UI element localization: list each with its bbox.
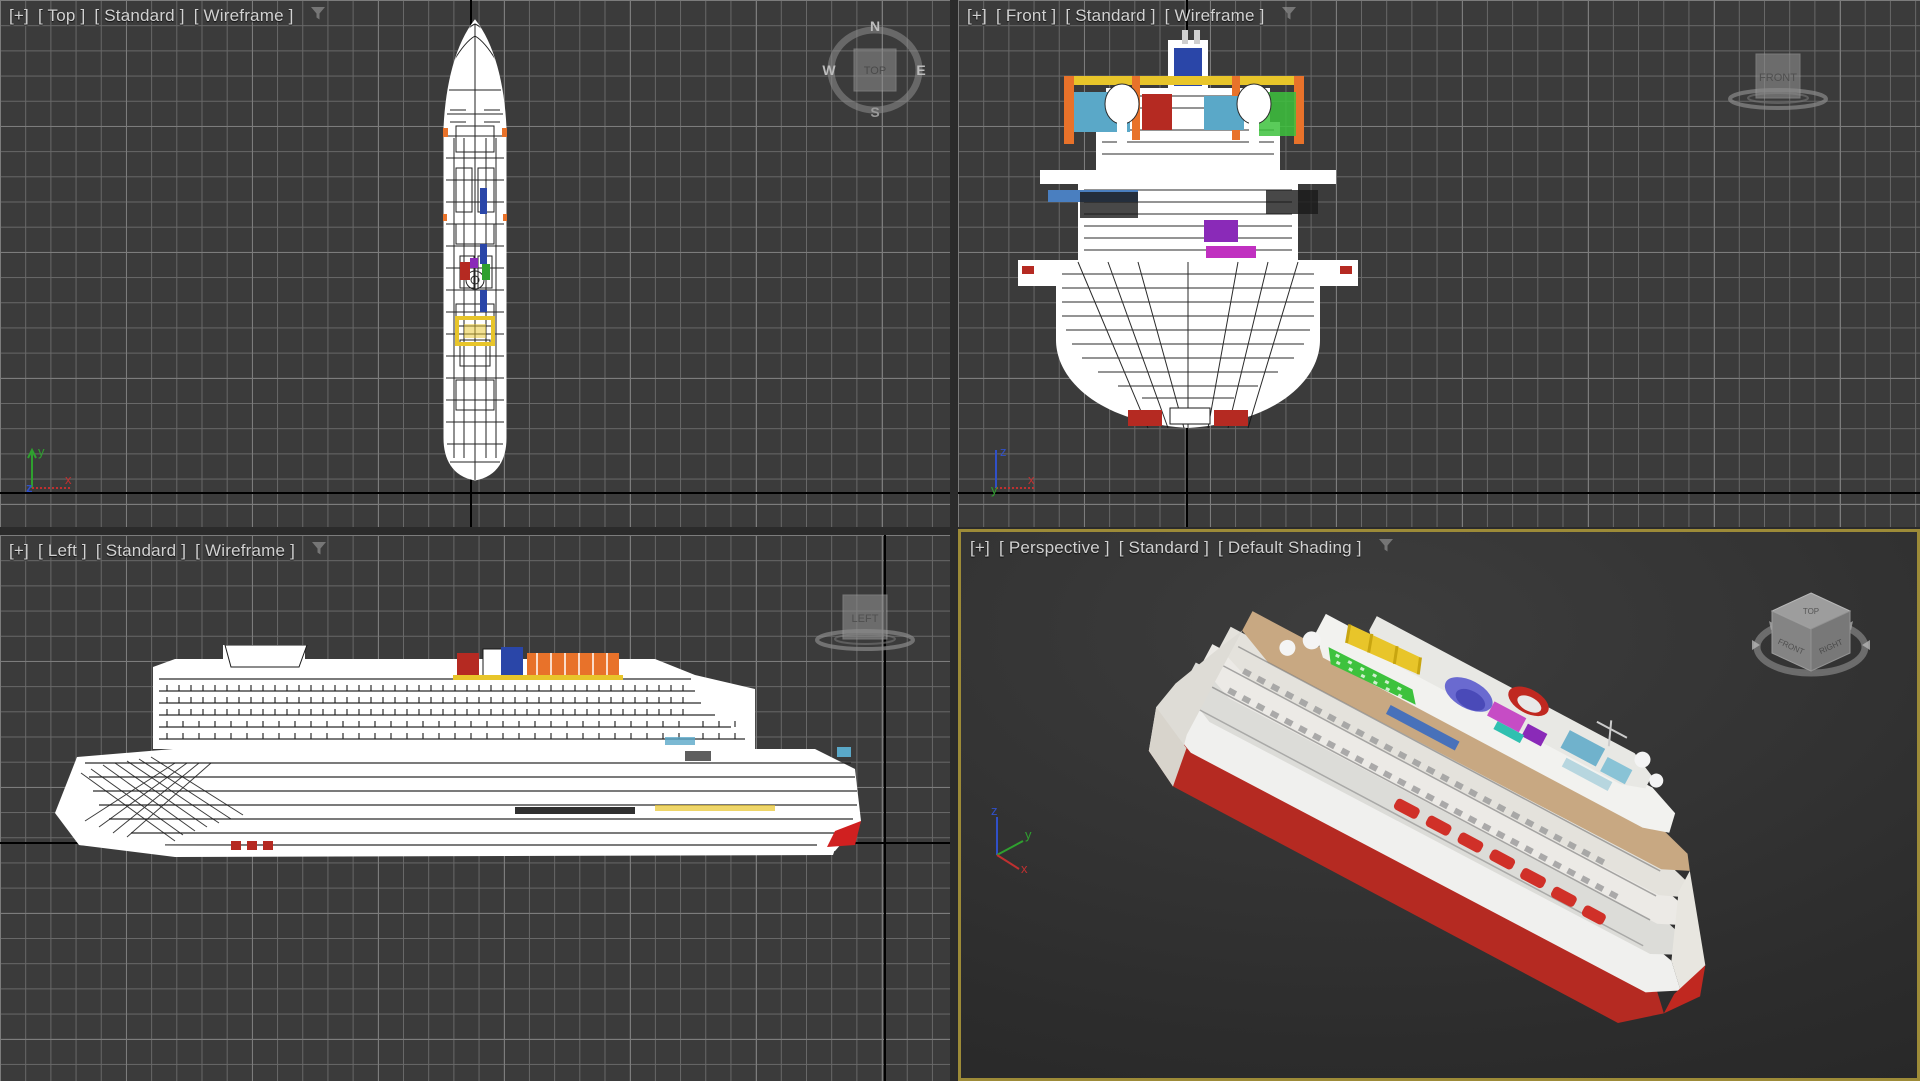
axis-tripod-perspective: z y x: [975, 797, 1055, 877]
compass-south-label: S: [870, 104, 879, 118]
viewport-view-name[interactable]: [ Front ]: [995, 5, 1057, 25]
axis-line-horizontal-top: [0, 492, 950, 494]
viewcube-face-label: LEFT: [852, 613, 879, 625]
viewcube-front[interactable]: FRONT: [1718, 36, 1838, 121]
funnel-icon[interactable]: [1280, 4, 1298, 27]
funnel-icon[interactable]: [1377, 536, 1395, 559]
viewport-front[interactable]: [+] [ Front ] [ Standard ] [ Wireframe ]…: [958, 0, 1920, 527]
viewport-shading-standard[interactable]: [ Standard ]: [1118, 537, 1209, 557]
axis-tripod-top: y x z: [18, 428, 88, 498]
viewport-pov-toggle[interactable]: [+]: [9, 540, 29, 560]
funnel-icon[interactable]: [310, 539, 328, 562]
viewport-label-perspective[interactable]: [+] [ Perspective ] [ Standard ] [ Defau…: [970, 536, 1395, 559]
model-cruise-ship-shaded[interactable]: [1009, 532, 1872, 1078]
viewport-shading-standard[interactable]: [ Standard ]: [94, 5, 185, 25]
model-cruise-ship-top[interactable]: [420, 18, 530, 483]
viewport-shading-mode[interactable]: [ Wireframe ]: [193, 5, 294, 25]
viewport-pov-toggle[interactable]: [+]: [970, 537, 990, 557]
viewport-shading-mode[interactable]: [ Wireframe ]: [1164, 5, 1265, 25]
viewcube-face-top: TOP: [1803, 607, 1819, 616]
viewport-view-name[interactable]: [ Perspective ]: [998, 537, 1110, 557]
funnel-icon[interactable]: [309, 4, 327, 27]
viewport-pov-toggle[interactable]: [+]: [9, 5, 29, 25]
compass-west-label: W: [822, 62, 836, 78]
model-cruise-ship-front[interactable]: [1018, 30, 1358, 470]
viewport-label-left[interactable]: [+] [ Left ] [ Standard ] [ Wireframe ]: [9, 539, 328, 562]
axis-label-y: y: [1025, 827, 1032, 842]
axis-label-z: z: [1000, 444, 1007, 459]
compass-north-label: N: [870, 18, 880, 34]
axis-label-x: x: [65, 472, 72, 487]
viewport-top[interactable]: [+] [ Top ] [ Standard ] [ Wireframe ] T…: [0, 0, 950, 527]
viewport-label-front[interactable]: [+] [ Front ] [ Standard ] [ Wireframe ]: [967, 4, 1298, 27]
viewport-label-top[interactable]: [+] [ Top ] [ Standard ] [ Wireframe ]: [9, 4, 327, 27]
viewport-left[interactable]: [+] [ Left ] [ Standard ] [ Wireframe ] …: [0, 535, 950, 1081]
viewport-shading-standard[interactable]: [ Standard ]: [95, 540, 187, 560]
viewport-shading-mode[interactable]: [ Wireframe ]: [195, 540, 296, 560]
viewport-perspective[interactable]: [+] [ Perspective ] [ Standard ] [ Defau…: [958, 529, 1920, 1081]
viewcube-face-label: FRONT: [1759, 72, 1797, 84]
axis-label-x: x: [1021, 861, 1028, 876]
axis-label-y: y: [38, 444, 45, 459]
viewport-pov-toggle[interactable]: [+]: [967, 5, 987, 25]
viewcube-left[interactable]: LEFT: [805, 577, 925, 662]
axis-label-z: z: [26, 480, 33, 495]
axis-label-x: x: [1028, 472, 1035, 487]
axis-label-y: y: [991, 482, 998, 497]
viewport-view-name[interactable]: [ Left ]: [37, 540, 87, 560]
model-cruise-ship-side[interactable]: [55, 645, 865, 935]
viewcube-perspective[interactable]: TOP FRONT RIGHT: [1746, 567, 1876, 702]
axis-label-z: z: [991, 803, 998, 818]
axis-tripod-front: z x y: [982, 428, 1052, 498]
compass-east-label: E: [916, 62, 925, 78]
viewcube-face-label: TOP: [864, 65, 886, 77]
viewport-shading-mode[interactable]: [ Default Shading ]: [1218, 537, 1362, 557]
axis-line-horizontal-front: [958, 492, 1920, 494]
viewport-view-name[interactable]: [ Top ]: [37, 5, 86, 25]
viewport-shading-standard[interactable]: [ Standard ]: [1065, 5, 1156, 25]
viewcube-top[interactable]: TOP N E S W: [820, 18, 930, 123]
axis-line-vertical-left: [884, 535, 886, 1081]
